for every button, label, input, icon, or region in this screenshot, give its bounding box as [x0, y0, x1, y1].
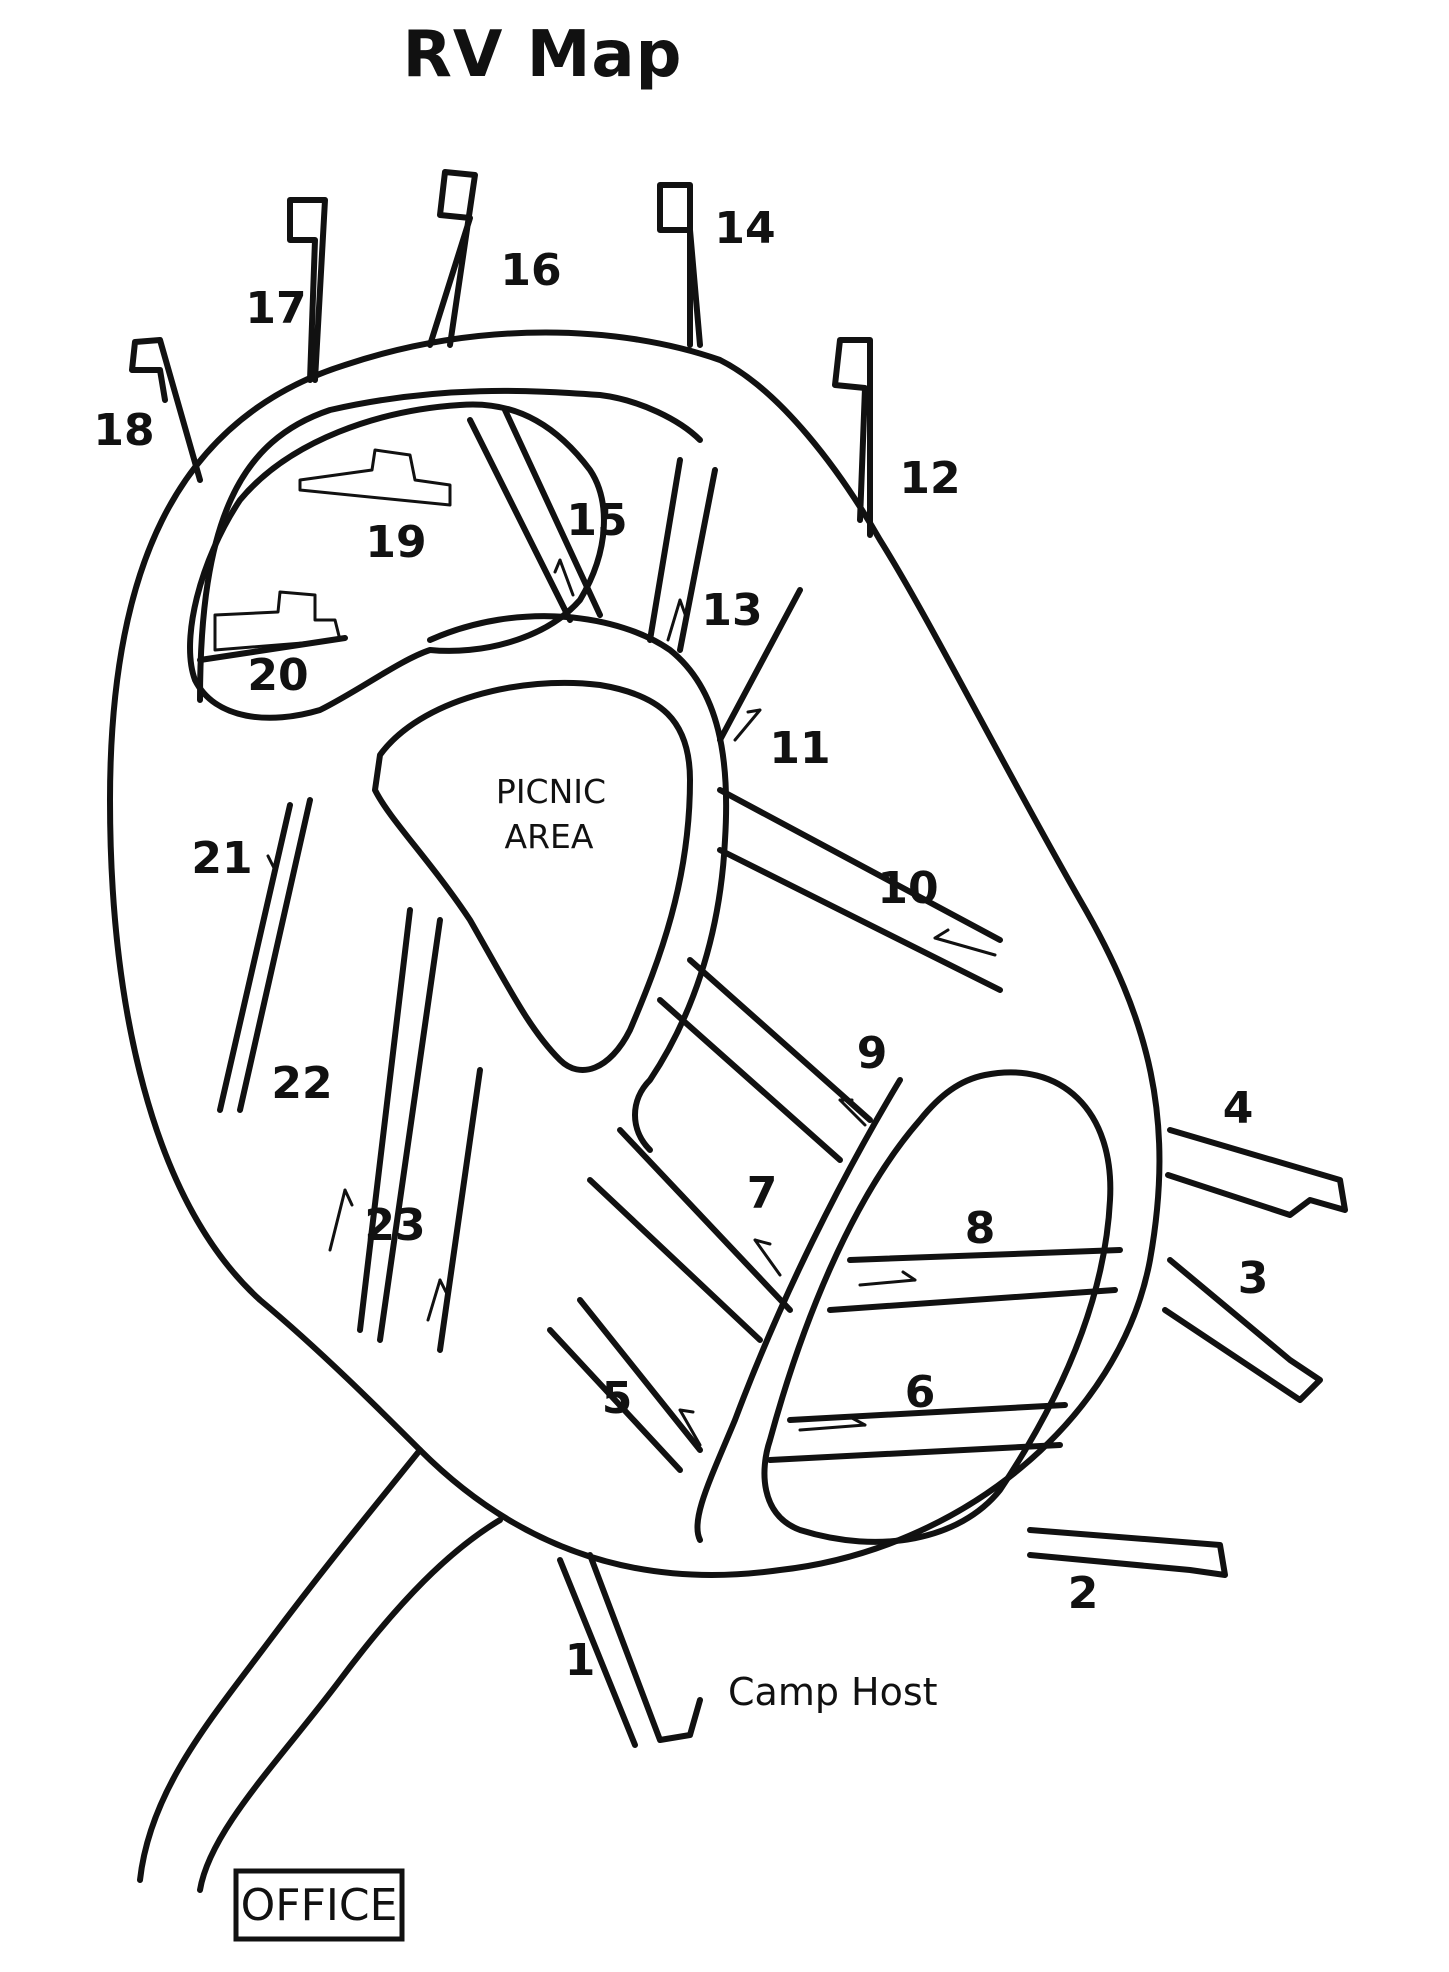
main-loop-road — [107, 329, 1163, 1578]
site-label-2: 2 — [1068, 1568, 1099, 1619]
east-pocket-spurs — [767, 1247, 1123, 1463]
site-label-8: 8 — [965, 1203, 996, 1254]
page-title: RV Map — [402, 18, 683, 92]
site-label-14: 14 — [714, 203, 775, 254]
site-label-10: 10 — [877, 863, 938, 914]
north-spurs — [129, 169, 873, 538]
camp-host-label: Camp Host — [728, 1670, 938, 1714]
site-label-3: 3 — [1238, 1253, 1269, 1304]
east-inner-loop — [694, 1069, 1114, 1545]
entrance-road: OFFICE — [137, 1447, 703, 1942]
site-label-18: 18 — [93, 405, 154, 456]
site-label-7: 7 — [747, 1168, 778, 1219]
picnic-label-line1: PICNIC — [496, 772, 606, 811]
site-numbers: 1 2 3 4 5 6 7 8 9 10 11 12 13 14 15 16 1… — [93, 203, 1268, 1686]
site-label-23: 23 — [364, 1200, 425, 1251]
site-label-13: 13 — [701, 585, 762, 636]
site-label-17: 17 — [245, 283, 306, 334]
site-label-4: 4 — [1223, 1083, 1254, 1134]
site-label-12: 12 — [899, 453, 960, 504]
site-label-5: 5 — [602, 1373, 633, 1424]
east-spurs — [1027, 1127, 1348, 1578]
site-label-11: 11 — [769, 723, 830, 774]
site-label-15: 15 — [566, 495, 627, 546]
site-label-6: 6 — [905, 1367, 936, 1418]
picnic-area: PICNIC AREA — [372, 613, 730, 1153]
office-label: OFFICE — [241, 1880, 398, 1931]
site-label-16: 16 — [500, 245, 561, 296]
site-label-21: 21 — [191, 833, 252, 884]
northwest-pocket — [187, 401, 607, 721]
picnic-label-line2: AREA — [505, 817, 594, 856]
site-label-20: 20 — [247, 650, 308, 701]
office-box — [233, 1868, 405, 1942]
site-label-9: 9 — [857, 1028, 888, 1079]
site-label-22: 22 — [271, 1058, 332, 1109]
site-label-1: 1 — [565, 1635, 596, 1686]
interior-spurs — [217, 407, 1003, 1473]
site-label-19: 19 — [365, 517, 426, 568]
